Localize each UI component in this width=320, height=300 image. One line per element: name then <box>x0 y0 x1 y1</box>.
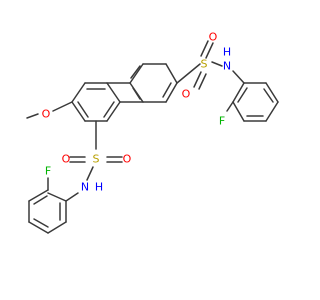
nitrogen-atom-top: N <box>223 60 231 73</box>
sulfur-atom-bottom: S <box>93 153 100 166</box>
sulfur-atom-top: S <box>201 58 208 71</box>
nitrogen-atom-bottom: N <box>81 181 89 194</box>
fluorine-atom-top: F <box>219 115 225 128</box>
oxygen-atom-methoxy: O <box>42 108 51 121</box>
top-sulfonamide <box>176 40 223 90</box>
molecule-structure: S O O N H F O S O O N H <box>26 31 279 234</box>
hydrogen-atom-top: H <box>223 46 231 59</box>
hydrogen-atom-bottom: H <box>95 181 103 194</box>
oxygen-atom-bottom-b: O <box>123 153 132 166</box>
top-fluorophenyl-ring <box>226 70 279 122</box>
naphthalene-core <box>71 63 178 122</box>
oxygen-atom-top-a: O <box>209 31 218 44</box>
fluorine-atom-bottom: F <box>45 165 51 178</box>
oxygen-atom-bottom-a: O <box>62 153 71 166</box>
methoxy-group <box>26 101 73 119</box>
bottom-fluorophenyl-ring <box>28 177 79 234</box>
oxygen-atom-top-b: O <box>182 88 191 101</box>
bottom-sulfonamide <box>69 120 123 181</box>
